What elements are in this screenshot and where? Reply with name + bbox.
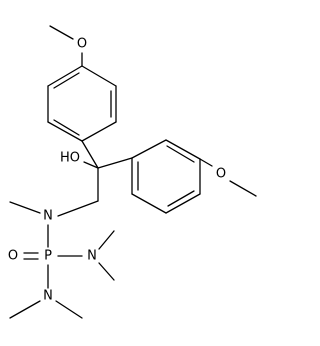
ring-bond	[131, 139, 167, 159]
right-methoxyphenyl-ring	[131, 139, 201, 214]
ring-bond	[47, 65, 83, 87]
phosphoryl-oxygen-label: O	[8, 249, 18, 264]
methoxy-oxygen-label: O	[216, 167, 226, 182]
ring-bond	[81, 65, 117, 87]
ring-bond	[47, 121, 83, 142]
hydroxyl-label: HO	[60, 151, 80, 166]
methylene-amine-chain: N	[9, 200, 99, 248]
phosphorus-label: P	[44, 249, 52, 264]
ring-double-bond	[167, 190, 195, 207]
bond-carbon-hydroxyl	[83, 161, 99, 169]
ring-double-bond	[166, 145, 195, 163]
ring-double-bond	[53, 72, 80, 89]
phosphoramide-group: P O N N	[8, 230, 115, 319]
bond-carbon-ring	[97, 157, 133, 169]
bond-nitrogen-methyl	[9, 201, 41, 214]
ring-bond	[165, 139, 201, 160]
bottom-nitrogen-label: N	[43, 289, 53, 304]
bond-ring-oxygen	[199, 158, 213, 167]
right-nitrogen-label: N	[87, 249, 97, 264]
ring-bond	[165, 193, 201, 214]
methoxy-oxygen-label: O	[77, 37, 87, 52]
bond-oxygen-methyl	[229, 180, 257, 197]
bond-oxygen-methyl	[49, 25, 74, 40]
structure-canvas: O O HO N P O	[8, 25, 257, 319]
bond-nitrogen-methyl	[9, 300, 41, 319]
bond-methylene-nitrogen	[57, 200, 99, 217]
top-methoxy-group: O	[49, 25, 87, 67]
ring-bond	[131, 193, 167, 214]
ring-bond	[81, 121, 117, 142]
molecule-drawing: O O HO N P O	[8, 25, 257, 319]
bond-nitrogen-methyl	[98, 262, 115, 281]
right-methoxy-group: O	[199, 158, 257, 197]
bond-nitrogen-methyl	[98, 230, 115, 250]
ring-double-bond	[53, 119, 80, 136]
bond-ring-carbon	[81, 140, 99, 169]
chain-nitrogen-label: N	[43, 209, 53, 224]
top-methoxyphenyl-ring	[47, 65, 117, 142]
carbinol-center: HO	[60, 140, 133, 202]
bond-nitrogen-methyl	[55, 300, 83, 319]
